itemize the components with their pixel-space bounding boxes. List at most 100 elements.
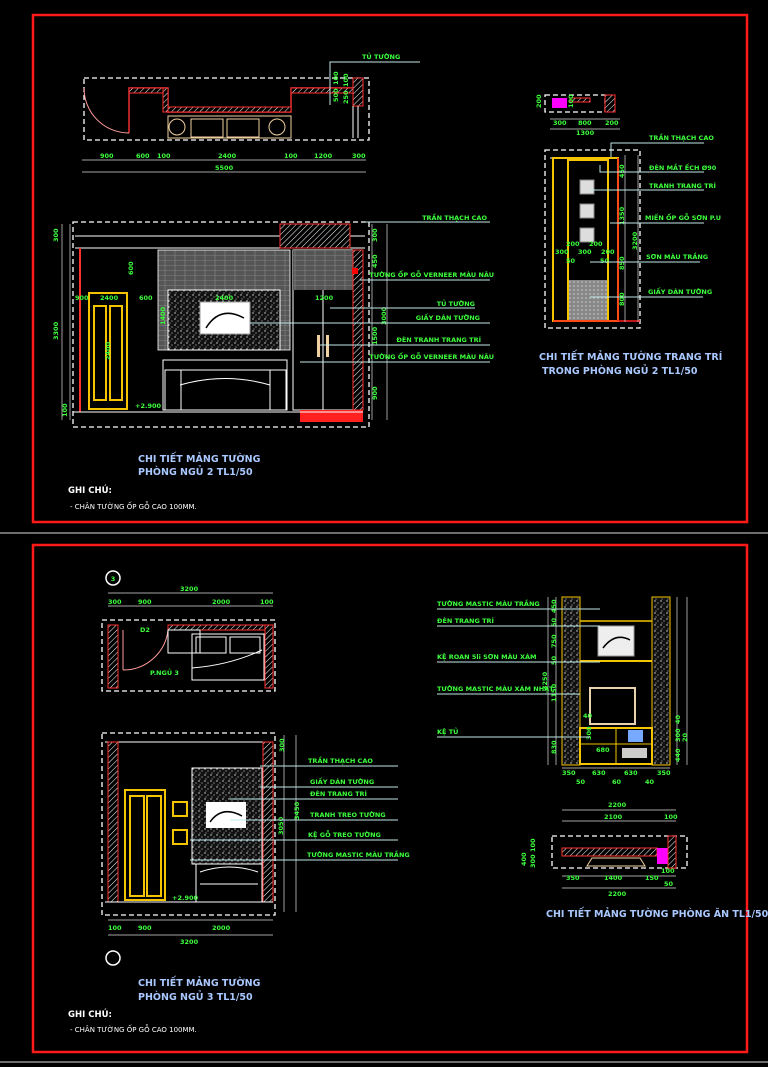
door-tag: D2: [140, 626, 150, 634]
callout-label: SƠN MÀU TRẮNG: [646, 251, 708, 261]
dim-text: 100: [61, 403, 69, 417]
dim-text: 800: [618, 292, 626, 306]
callout-label: ĐÈN TRANG TRÍ: [437, 616, 495, 625]
dim-text: 300: [555, 248, 569, 256]
dim-text: 1300: [576, 129, 595, 137]
dim-text: 50: [600, 257, 610, 265]
dim-text: 1400: [604, 874, 623, 882]
dim-text: 900: [138, 924, 152, 932]
callout-label: KỆ ROAN 5li SƠN MÀU XÁM: [437, 652, 536, 661]
dim-text: 300: [108, 598, 122, 606]
dim-text: 100: [529, 838, 537, 852]
dim-text: 830: [550, 740, 558, 754]
dim-text: 350: [562, 769, 576, 777]
dim-text: 50: [664, 880, 674, 888]
dim-text: 350: [566, 874, 580, 882]
bedroom-2-plan: TỦ TƯỜNG 500 100 250 100 900 600 100 240…: [82, 51, 420, 173]
note-text: - CHÂN TƯỜNG ỐP GỖ CAO 100MM.: [70, 501, 197, 511]
dim-text: 600: [127, 261, 135, 275]
dim-text: 900: [100, 152, 114, 160]
dim-text: 300: [578, 248, 592, 256]
dim-text: 40: [583, 712, 593, 720]
dim-text: 100: [567, 94, 575, 108]
dim-text: 900: [138, 598, 152, 606]
callout-label: TƯỜNG ỐP GỖ VERNEER MÀU NÂU: [369, 351, 494, 361]
dim-text: 800: [578, 119, 592, 127]
dim-text: 250: [342, 90, 350, 104]
dim-text: 630: [592, 769, 606, 777]
dim-text: 200: [601, 248, 615, 256]
dim-text: 450: [550, 599, 558, 613]
dim-text: 1200: [315, 294, 334, 302]
callout-label: TƯỜNG MASTIC MÀU XÁM NHẠT: [437, 684, 554, 693]
dim-text: 300: [278, 738, 286, 752]
dim-text: 300: [553, 119, 567, 127]
dim-text: 50: [566, 257, 576, 265]
dim-text: 50: [576, 778, 586, 786]
drawing-title: CHI TIẾT MẢNG TƯỜNG: [138, 976, 261, 989]
dim-text: 2400: [215, 294, 234, 302]
level-mark: +2.900: [135, 402, 161, 410]
callout-label: TRANH TRANG TRÍ: [649, 181, 717, 190]
callout-label: TƯỜNG MASTIC MÀU TRẮNG: [437, 598, 540, 608]
axis-label: 3: [111, 575, 116, 583]
dim-text: 2100: [604, 813, 623, 821]
sheet-frame: [31, 543, 749, 1054]
level-mark: +2.900: [172, 894, 198, 902]
dim-text: 400: [520, 852, 528, 866]
dim-text: 3450: [293, 801, 301, 820]
bedroom-3-plan: 3 3200 300 900 2000 100 D2 P.NGỦ 3: [101, 570, 276, 692]
dim-text: 3200: [631, 231, 639, 250]
dim-text: 40: [674, 714, 682, 724]
dim-text: 600: [139, 294, 153, 302]
callout-label: KỆ GỖ TREO TƯỜNG: [308, 829, 381, 839]
dim-text: 300: [371, 228, 379, 242]
dim-text: 1400: [159, 306, 167, 325]
dim-text: 150: [645, 874, 659, 882]
dim-text: 200: [589, 240, 603, 248]
dim-text: 450: [618, 164, 626, 178]
dim-text: 440: [674, 748, 682, 762]
dining-wall-elevation: 450 50 750 50 1150 40 300 20 440 830 325…: [437, 596, 689, 786]
axis-marker: [105, 570, 121, 586]
drawing-title: CHI TIẾT MẢNG TƯỜNG TRANG TRÍ: [539, 350, 723, 363]
dim-text: 3200: [180, 938, 199, 946]
dim-text: 900: [75, 294, 89, 302]
callout-label: TỦ TƯỜNG: [362, 51, 400, 61]
callout-label: KỆ TỦ: [437, 726, 458, 736]
dim-text: 300: [674, 728, 682, 742]
drawing-title: PHÒNG NGỦ 3 TL1/50: [138, 990, 253, 1003]
sheet-frame: [31, 13, 749, 524]
dim-text: 40: [645, 778, 655, 786]
axis-marker: [105, 950, 121, 966]
bedroom-2-elevation: +2.900 300 3300 2400 100 600 2400 600 14…: [52, 212, 494, 511]
dim-text: 50: [550, 617, 558, 627]
dim-text: 3300: [52, 321, 60, 340]
dim-text: 20: [681, 732, 689, 742]
dim-text: 100: [157, 152, 171, 160]
dim-text: 5500: [215, 164, 234, 172]
dim-text: 3250: [541, 671, 549, 690]
callout-label: TƯỜNG ỐP GỖ VERNEER MÀU NÂU: [369, 269, 494, 279]
dim-text: 900: [371, 386, 379, 400]
dim-text: 750: [550, 634, 558, 648]
dim-text: 1200: [314, 152, 333, 160]
drawing-title: TRONG PHÒNG NGỦ 2 TL1/50: [542, 364, 698, 377]
dim-text: 2200: [608, 890, 627, 898]
sheet-2: 3 3200 300 900 2000 100 D2 P.NGỦ 3: [0, 543, 768, 1063]
drawing-title: PHÒNG NGỦ 2 TL1/50: [138, 465, 253, 478]
bedroom-3-elevation: +2.900 300 3050 3450 100 900 2000 3200 T…: [68, 732, 410, 1034]
dim-text: 100: [284, 152, 298, 160]
callout-label: GIẤY DÁN TƯỜNG: [416, 312, 480, 322]
dim-text: 2000: [212, 598, 231, 606]
dim-text: 3200: [180, 585, 199, 593]
dim-text: 100: [332, 71, 340, 85]
dim-text: 600: [136, 152, 150, 160]
dim-text: 100: [661, 867, 675, 875]
dim-text: 100: [342, 73, 350, 87]
note-heading: GHI CHÚ:: [68, 1008, 112, 1020]
dim-text: 200: [566, 240, 580, 248]
decor-wall-detail: 200 100 300 800 200 1300 450 1350 850 80…: [535, 94, 723, 377]
dim-text: 100: [664, 813, 678, 821]
dim-text: 3000: [380, 306, 388, 325]
